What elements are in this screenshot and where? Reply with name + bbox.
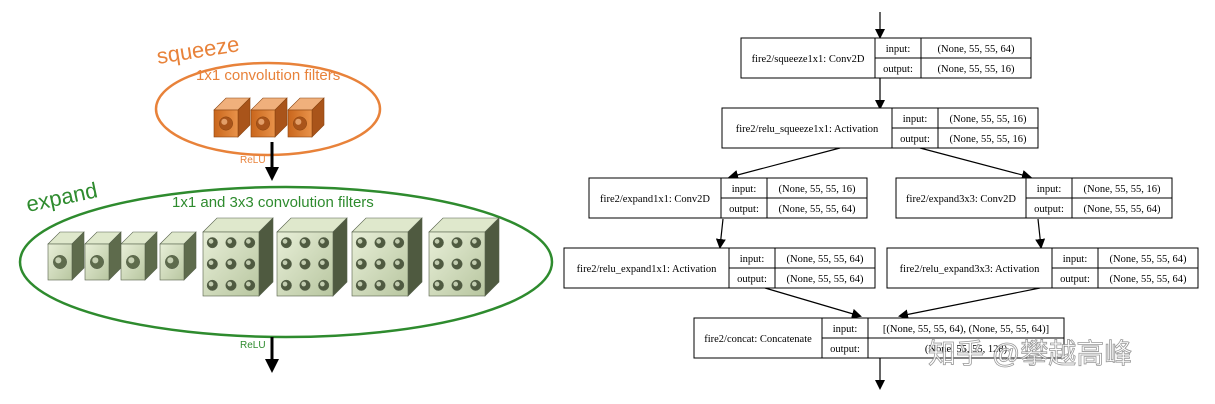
graph-node: fire2/relu_expand3x3: Activation input: ou… xyxy=(886,247,1199,289)
squeeze-ellipse xyxy=(154,61,382,157)
edge-relu3x3-concat xyxy=(898,287,1041,320)
node-name: fire2/concat: Concatenate xyxy=(704,334,812,345)
watermark-text: 知乎 @攀越高峰 xyxy=(928,338,1132,369)
node-input-shape: (None, 55, 55, 64) xyxy=(938,44,1015,55)
node-output-label: output: xyxy=(737,274,767,285)
expand-subtitle: 1x1 and 3x3 convolution filters xyxy=(172,194,374,211)
node-input-shape: (None, 55, 55, 16) xyxy=(779,184,856,195)
squeeze-filters xyxy=(213,97,325,138)
expand-layer: expand 1x1 and 3x3 convolution filters xyxy=(18,177,554,339)
node-input-shape: (None, 55, 55, 16) xyxy=(950,114,1027,125)
node-name: fire2/squeeze1x1: Conv2D xyxy=(752,54,865,65)
graph-nodes: fire2/squeeze1x1: Conv2D input: output: (No… xyxy=(563,37,1199,359)
node-output-shape: (None, 55, 55, 64) xyxy=(1110,274,1187,285)
graph-node: fire2/expand1x1: Conv2D input: output: (Non… xyxy=(588,177,868,219)
node-output-label: output: xyxy=(1034,204,1064,215)
edge-relu-expand3x3 xyxy=(919,147,1032,180)
expand-1x1-filter-2 xyxy=(84,231,122,281)
node-input-label: input: xyxy=(886,44,911,55)
node-name: fire2/relu_expand1x1: Activation xyxy=(577,264,717,275)
squeeze-layer: squeeze 1x1 convolution filters xyxy=(154,31,382,157)
squeeze-relu-label: ReLU xyxy=(240,155,266,166)
expand-3x3-filter-3 xyxy=(351,217,423,297)
expand-ellipse xyxy=(18,185,554,339)
edge-expand3x3-relu xyxy=(1035,218,1046,249)
node-input-label: input: xyxy=(1037,184,1062,195)
node-input-shape: (None, 55, 55, 16) xyxy=(1084,184,1161,195)
node-output-label: output: xyxy=(883,64,913,75)
graph-node: fire2/squeeze1x1: Conv2D input: output: (No… xyxy=(740,37,1032,79)
node-input-shape: (None, 55, 55, 64) xyxy=(787,254,864,265)
node-output-shape: (None, 55, 55, 64) xyxy=(779,204,856,215)
node-input-shape: [(None, 55, 55, 64), (None, 55, 55, 64)] xyxy=(883,324,1049,335)
node-name: fire2/relu_expand3x3: Activation xyxy=(900,264,1040,275)
edge-relu-expand1x1 xyxy=(728,147,841,180)
expand-1x1-filter-1 xyxy=(47,231,85,281)
expand-1x1-filter-4 xyxy=(159,231,197,281)
edge-expand1x1-relu xyxy=(715,218,726,249)
expand-1x1-filter-3 xyxy=(120,231,158,281)
squeeze-subtitle: 1x1 convolution filters xyxy=(196,67,340,84)
node-name: fire2/expand3x3: Conv2D xyxy=(906,194,1016,205)
node-output-label: output: xyxy=(900,134,930,145)
node-output-shape: (None, 55, 55, 128) xyxy=(925,344,1008,355)
node-input-label: input: xyxy=(740,254,765,265)
squeeze-filter-3 xyxy=(287,97,325,138)
node-input-label: input: xyxy=(1063,254,1088,265)
graph-node: fire2/relu_squeeze1x1: Activation input: o… xyxy=(721,107,1039,149)
node-output-shape: (None, 55, 55, 16) xyxy=(938,64,1015,75)
edge-relu1x1-concat xyxy=(764,287,862,319)
node-input-shape: (None, 55, 55, 64) xyxy=(1110,254,1187,265)
expand-filters xyxy=(47,217,500,297)
graph-node: fire2/relu_expand1x1: Activation input: ou… xyxy=(563,247,876,289)
node-output-shape: (None, 55, 55, 16) xyxy=(950,134,1027,145)
node-output-label: output: xyxy=(729,204,759,215)
graph-edges xyxy=(715,12,1046,390)
expand-relu-label: ReLU xyxy=(240,340,266,351)
node-name: fire2/relu_squeeze1x1: Activation xyxy=(736,124,879,135)
node-name: fire2/expand1x1: Conv2D xyxy=(600,194,710,205)
squeeze-title: squeeze xyxy=(155,31,241,69)
squeeze-filter-2 xyxy=(250,97,288,138)
graph-node: fire2/expand3x3: Conv2D input: output: (Non… xyxy=(895,177,1173,219)
node-output-label: output: xyxy=(830,344,860,355)
expand-3x3-filter-2 xyxy=(276,217,348,297)
node-input-label: input: xyxy=(732,184,757,195)
expand-3x3-filter-4 xyxy=(428,217,500,297)
node-output-shape: (None, 55, 55, 64) xyxy=(787,274,864,285)
squeeze-filter-1 xyxy=(213,97,251,138)
graph-node: fire2/concat: Concatenate input: output: [(… xyxy=(693,317,1065,359)
expand-3x3-filter-1 xyxy=(202,217,274,297)
node-output-shape: (None, 55, 55, 64) xyxy=(1084,204,1161,215)
node-input-label: input: xyxy=(833,324,858,335)
node-input-label: input: xyxy=(903,114,928,125)
node-output-label: output: xyxy=(1060,274,1090,285)
